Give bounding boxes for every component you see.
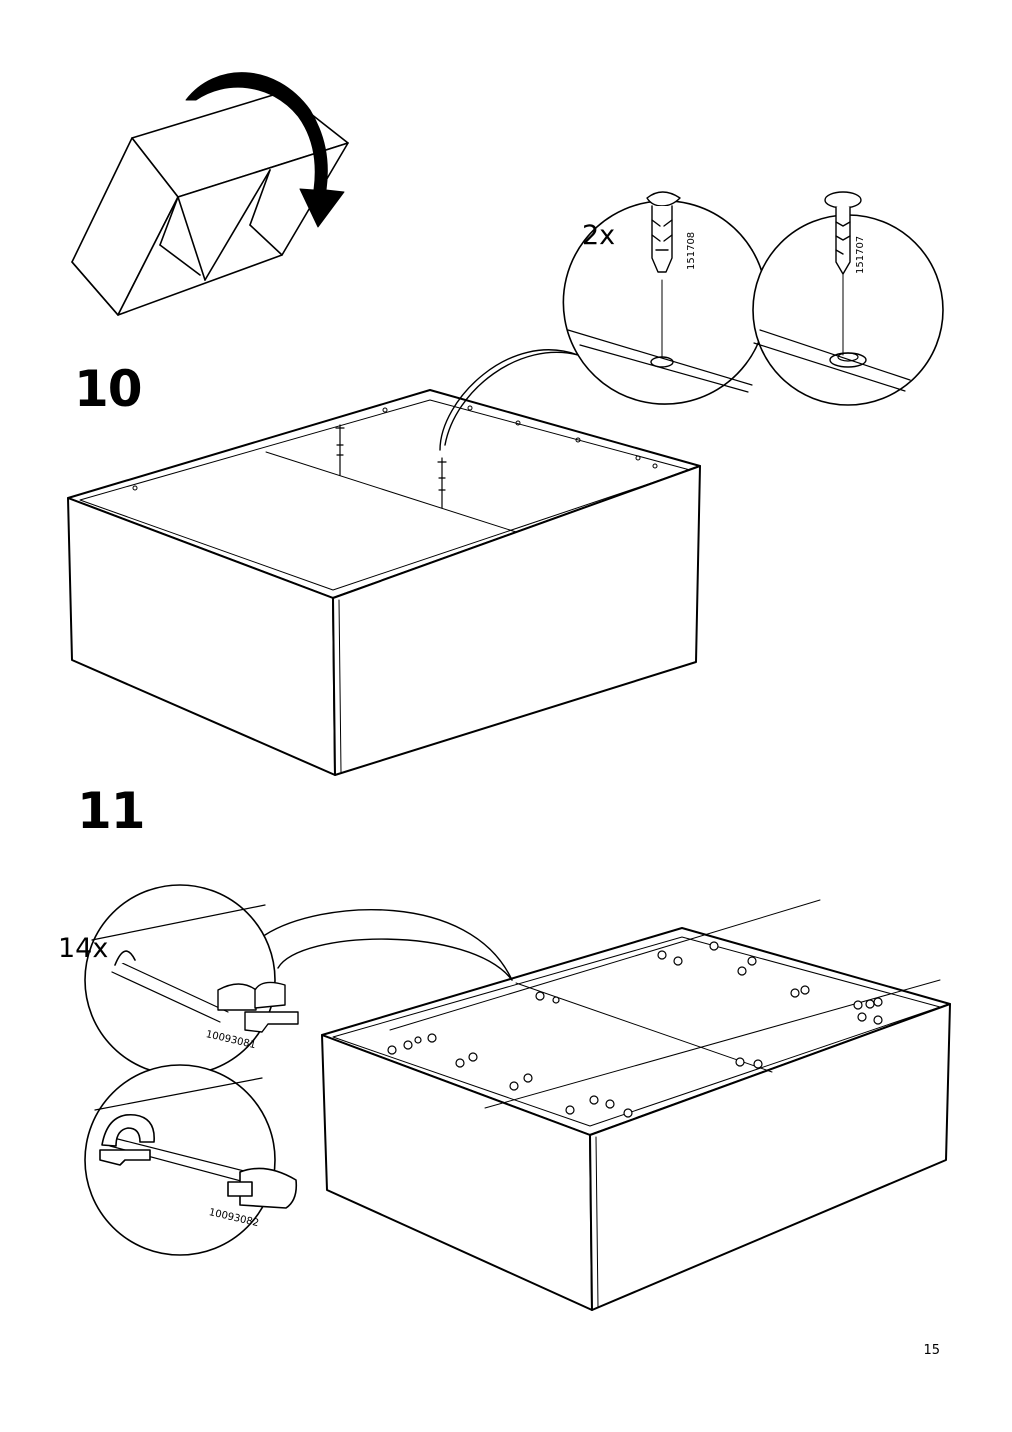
wire-line <box>389 899 941 1109</box>
step-10-cabinet <box>67 349 701 776</box>
plug-icon <box>646 191 681 273</box>
page-number: 15 <box>923 1343 940 1358</box>
part-number-151707: 151707 <box>855 235 866 274</box>
step-11-cabinet <box>321 899 951 1311</box>
clip-icon <box>217 981 299 1033</box>
shelf-pin-icon <box>824 191 862 275</box>
detail-circle-pin <box>752 214 944 406</box>
shelf-pins <box>335 424 447 509</box>
quantity-label-step-10: 2x <box>582 220 616 251</box>
flip-cabinet-diagram <box>71 91 349 316</box>
step-number-10: 10 <box>74 360 143 418</box>
quantity-label-step-11: 14x <box>58 933 109 964</box>
part-number-151708: 151708 <box>686 231 697 270</box>
rotate-arrow-icon <box>185 72 345 228</box>
clip-markers <box>387 941 883 1118</box>
detail-circle-clip-bottom <box>84 1064 298 1256</box>
step-number-11: 11 <box>77 782 146 840</box>
detail-circle-plug <box>562 200 768 405</box>
pin-holes <box>132 405 658 491</box>
